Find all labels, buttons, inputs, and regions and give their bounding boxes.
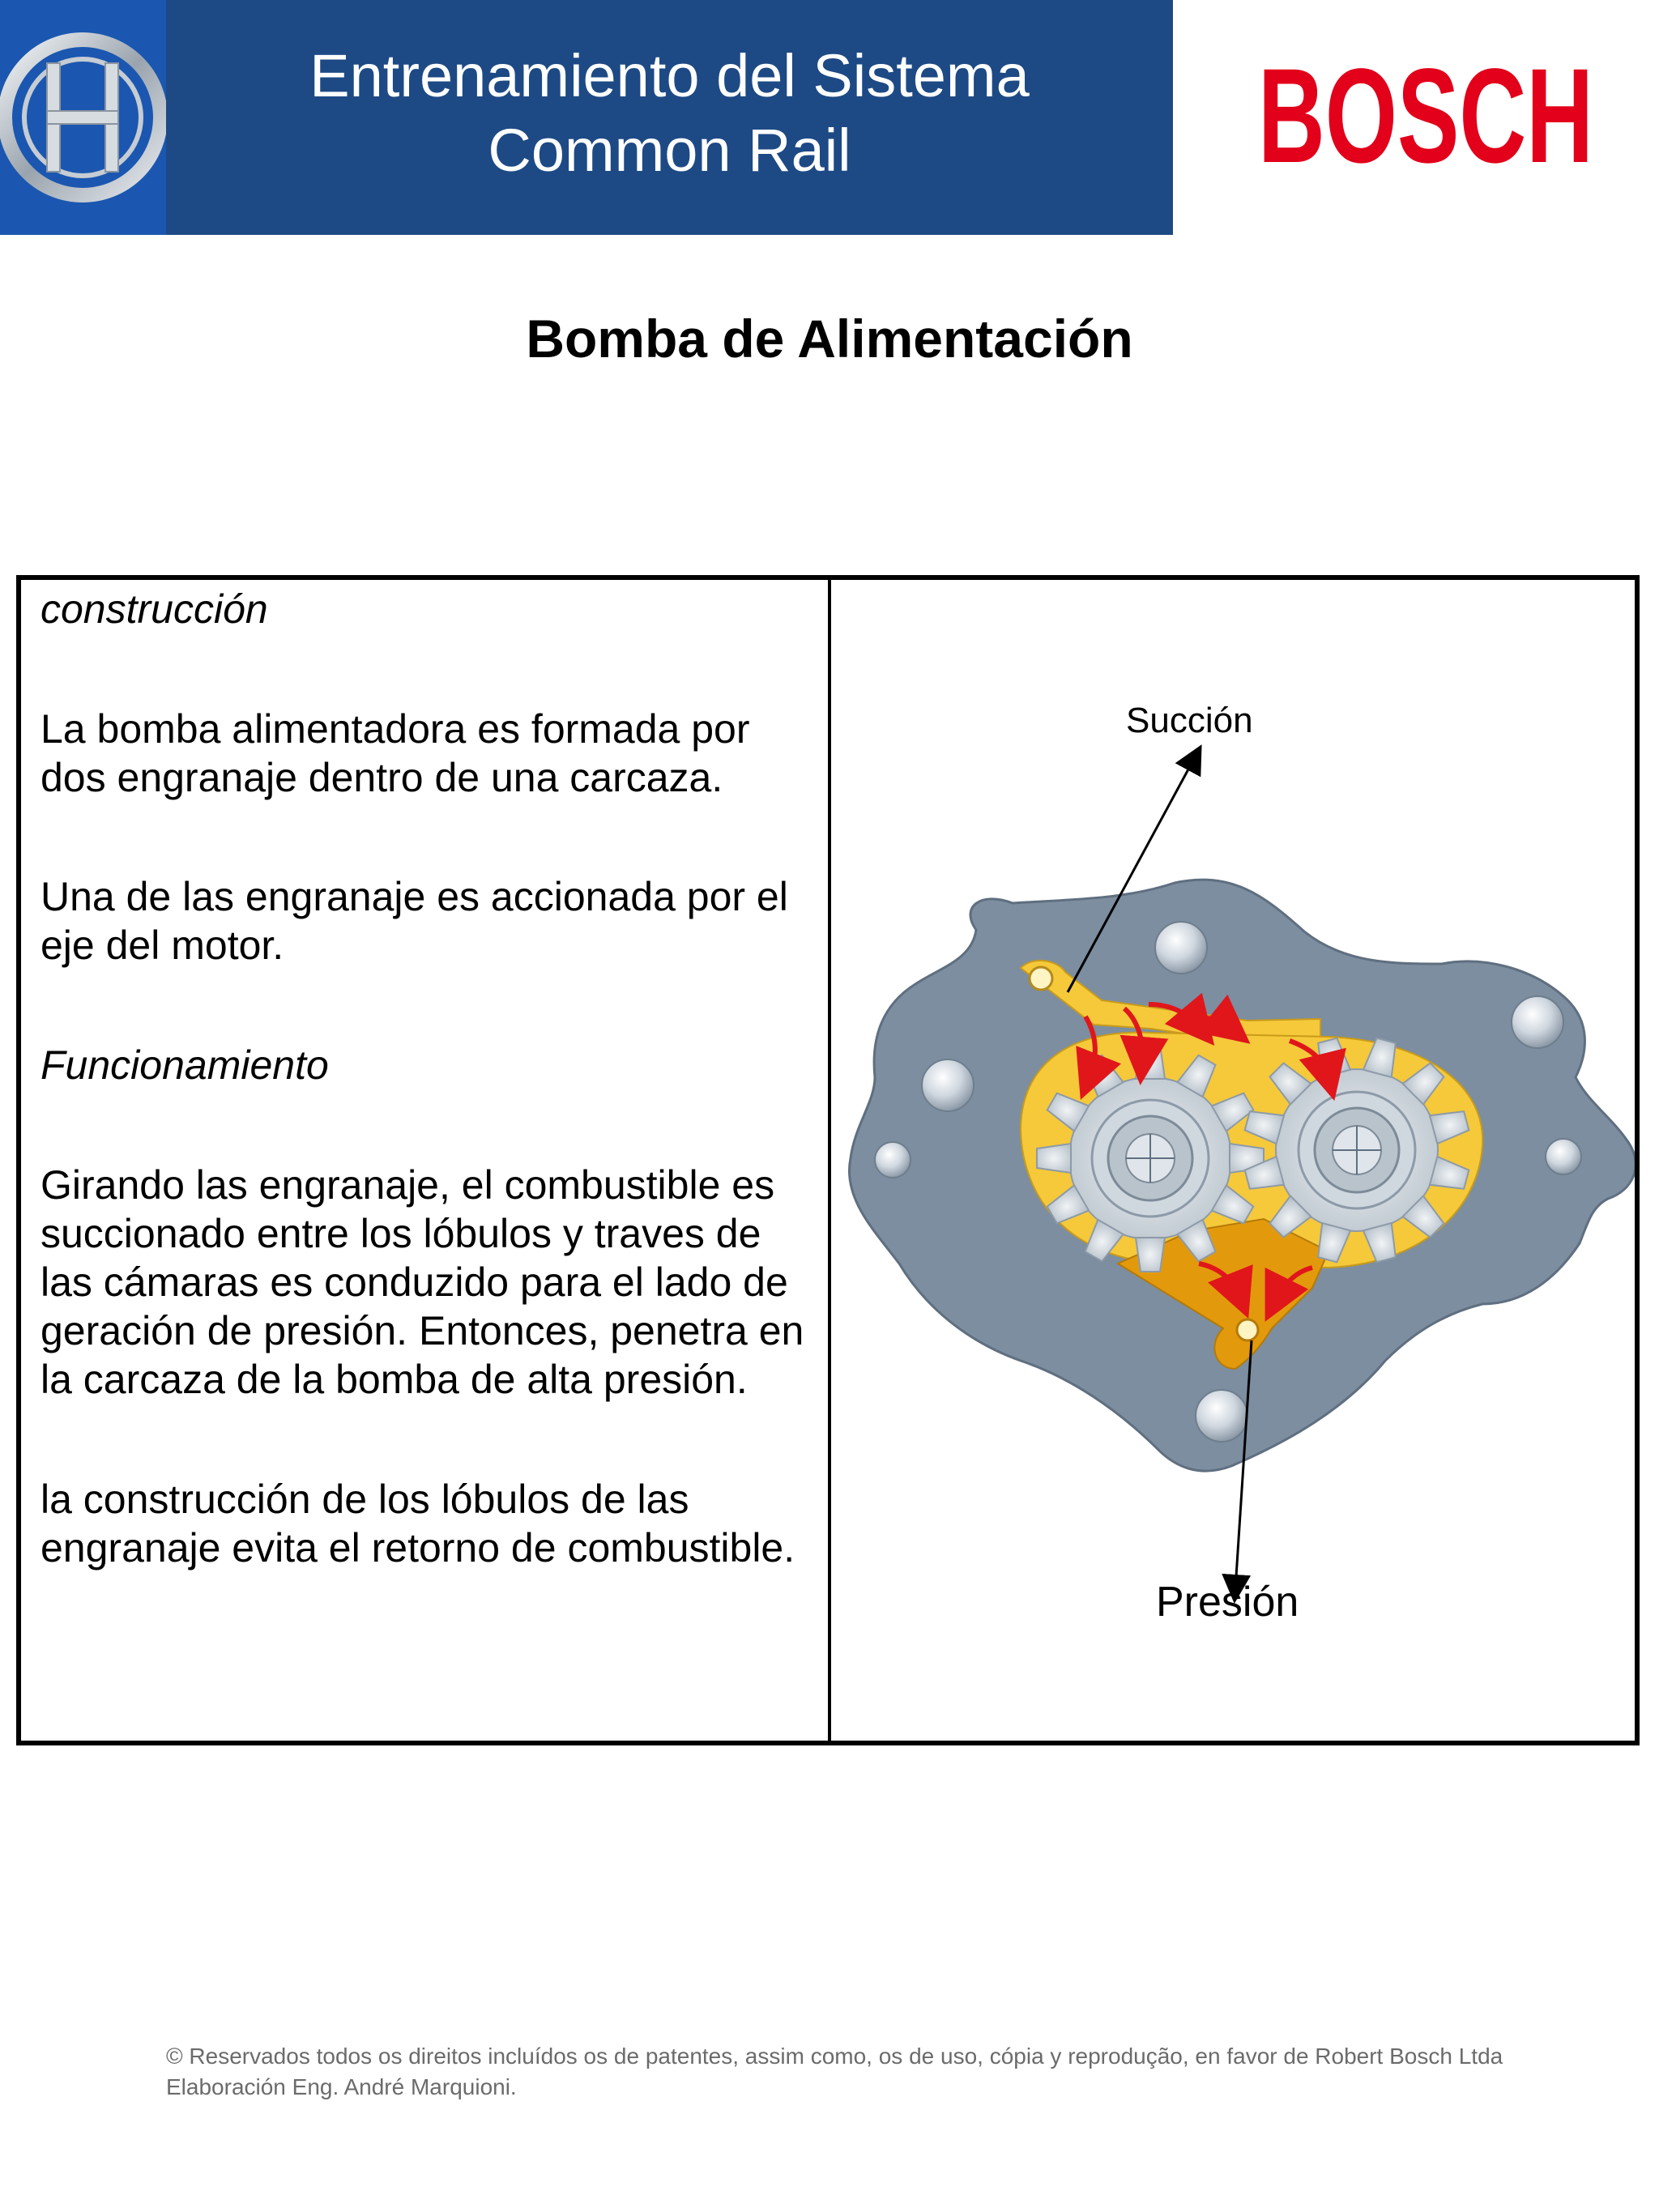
header-title-line1: Entrenamiento del Sistema: [309, 42, 1030, 109]
header-band: [0, 0, 1173, 235]
fuel-flow-arrows: [1076, 992, 1346, 1322]
page-title: Bomba de Alimentación: [526, 309, 1133, 369]
suction-leader-arrow: [1066, 744, 1202, 993]
pressure-port: [1235, 1318, 1260, 1342]
bosch-armature-icon: [0, 32, 168, 202]
drive-gear: [1036, 1044, 1265, 1272]
bosch-wordmark-logo: BOSCH: [1258, 49, 1593, 186]
footer-copyright: © Reservados todos os direitos incluídos…: [166, 2044, 1503, 2099]
column-divider: [828, 575, 831, 1745]
housing-bolt: [1154, 921, 1208, 974]
label-pressure: Presión: [1156, 1579, 1299, 1626]
housing-bolt: [1195, 1389, 1248, 1443]
header-title-line2: Common Rail: [488, 117, 851, 184]
paragraph-operation-1: Girando las engranaje, el combustible es…: [41, 1162, 804, 1402]
paragraph-construction-2: Una de las engranaje es accionada por el…: [41, 874, 788, 968]
heading-funcionamiento: Funcionamiento: [41, 1042, 329, 1088]
label-suction: Succión: [1126, 701, 1253, 740]
housing-bolt: [874, 1141, 911, 1178]
heading-construccion: construcción: [41, 586, 268, 632]
driven-gear: [1243, 1037, 1470, 1264]
bosch-armature-logo-tile: [0, 0, 168, 235]
housing-bolt: [1545, 1138, 1582, 1175]
pressure-leader-arrow: [1222, 1340, 1253, 1604]
paragraph-construction-1: La bomba alimentadora es formada por dos…: [41, 706, 750, 800]
housing-bolt: [1511, 995, 1564, 1049]
paragraph-operation-2: la construcción de los lóbulos de las en…: [41, 1477, 795, 1571]
text-column: construcción La bomba alimentadora es fo…: [41, 585, 818, 1572]
gear-pump-diagram: [848, 744, 1635, 1604]
brand-wordmark-text: BOSCH: [1258, 49, 1593, 186]
header-title: Entrenamiento del Sistema Common Rail: [166, 39, 1173, 188]
suction-port: [1028, 965, 1054, 991]
housing-bolt: [921, 1059, 975, 1112]
